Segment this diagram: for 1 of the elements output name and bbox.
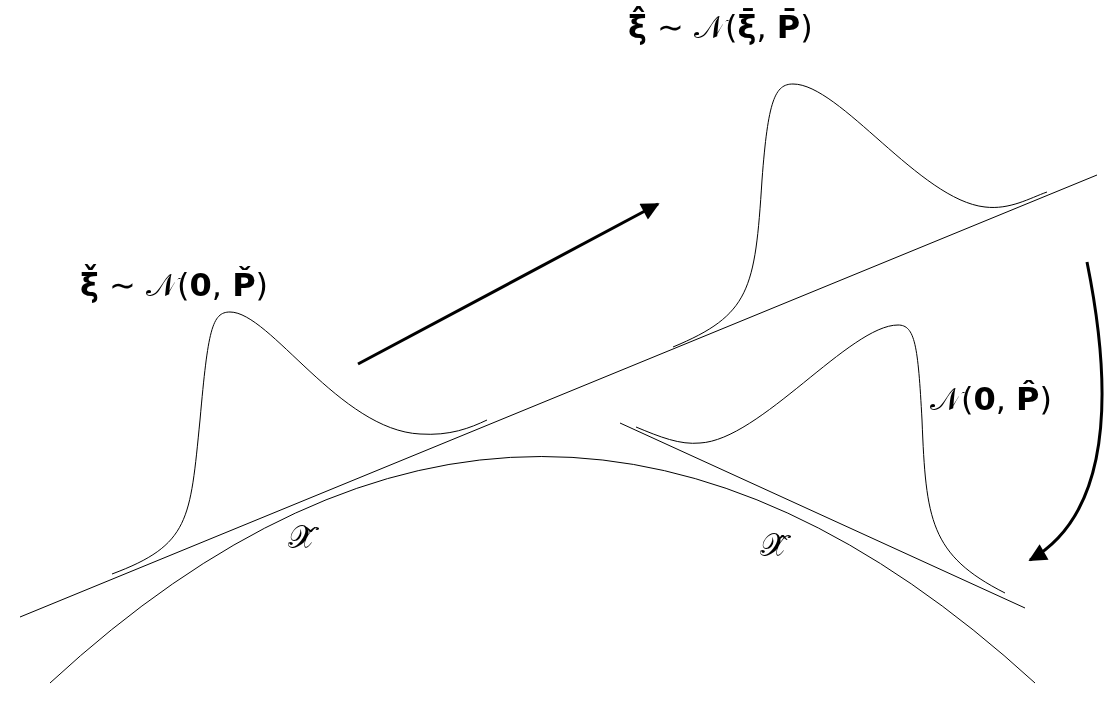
math-label: 𝒩(0, P̂) [930, 382, 1053, 418]
